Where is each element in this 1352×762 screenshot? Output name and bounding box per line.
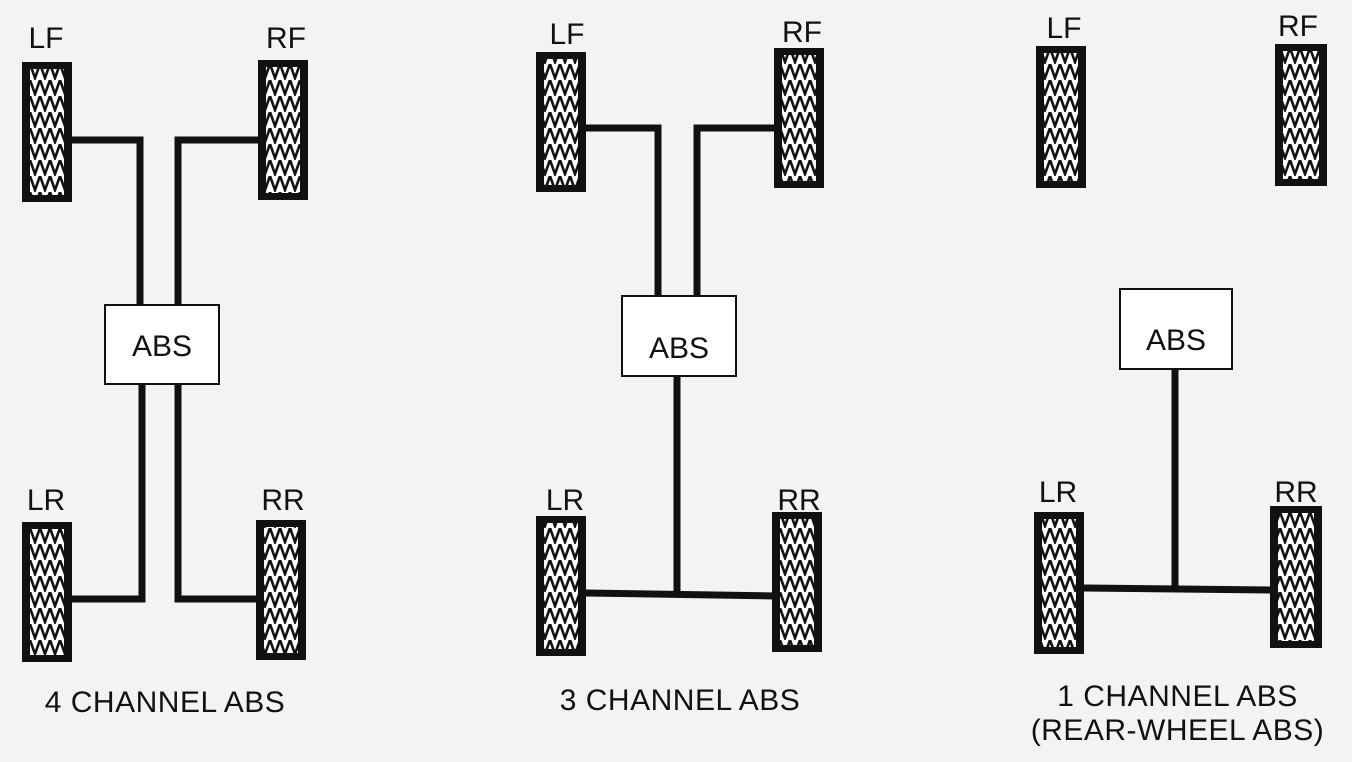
abs-module-label: ABS bbox=[132, 330, 192, 363]
four-channel-diagram: ABS LF RF LR RR bbox=[22, 22, 308, 662]
line-lf-to-abs bbox=[72, 136, 144, 305]
caption-three-channel: 3 CHANNEL ABS bbox=[530, 684, 830, 718]
abs-module-box bbox=[621, 295, 737, 377]
caption-one-channel: 1 CHANNEL ABS (REAR-WHEEL ABS) bbox=[1010, 680, 1345, 748]
tire-rr bbox=[1270, 506, 1322, 648]
tire-lr bbox=[22, 522, 72, 662]
tire-lf bbox=[1036, 46, 1086, 188]
tire-rf bbox=[258, 60, 308, 200]
abs-module-label: ABS bbox=[1146, 324, 1206, 357]
tire-lf bbox=[22, 62, 72, 202]
abs-module-box bbox=[1119, 288, 1233, 370]
tire-lr bbox=[1034, 512, 1084, 654]
caption-line: 3 CHANNEL ABS bbox=[559, 684, 801, 717]
wheel-label-rr: RR bbox=[1274, 476, 1317, 509]
wheel-label-rf: RF bbox=[782, 16, 822, 49]
line-rear-axle bbox=[585, 589, 777, 600]
wheel-label-lf: LF bbox=[28, 22, 63, 55]
tire-rf bbox=[1275, 44, 1327, 186]
caption-line: 1 CHANNEL ABS bbox=[1057, 680, 1298, 713]
wheel-label-rr: RR bbox=[261, 484, 304, 517]
abs-module-label: ABS bbox=[649, 332, 709, 365]
caption-line: 4 CHANNEL ABS bbox=[44, 686, 286, 719]
wheel-label-lr: LR bbox=[1039, 476, 1077, 509]
line-rf-to-abs bbox=[693, 124, 778, 296]
caption-four-channel: 4 CHANNEL ABS bbox=[20, 686, 310, 720]
wheel-label-rr: RR bbox=[777, 484, 820, 517]
tire-rf bbox=[774, 48, 824, 188]
line-rear-axle bbox=[1083, 584, 1271, 594]
three-channel-diagram: ABS LF RF LR RR bbox=[536, 16, 824, 656]
wheel-label-rf: RF bbox=[266, 22, 306, 55]
tire-rr bbox=[256, 520, 306, 660]
line-rf-to-abs bbox=[174, 136, 262, 305]
wheel-label-lf: LF bbox=[549, 18, 584, 51]
line-abs-to-rr bbox=[174, 384, 258, 603]
wheel-label-lr: LR bbox=[27, 484, 65, 517]
caption-line: (REAR-WHEEL ABS) bbox=[1030, 714, 1325, 747]
tire-lf bbox=[536, 52, 586, 192]
wheel-label-lr: LR bbox=[546, 484, 584, 517]
abs-module-box bbox=[104, 304, 220, 385]
one-channel-diagram: ABS LF RF LR RR bbox=[1034, 10, 1327, 654]
tire-lr bbox=[536, 516, 586, 656]
line-abs-to-lr bbox=[72, 384, 146, 603]
tire-rr bbox=[772, 512, 822, 652]
line-lf-to-abs bbox=[586, 124, 662, 296]
wheel-label-rf: RF bbox=[1278, 10, 1318, 43]
wheel-label-lf: LF bbox=[1046, 12, 1081, 45]
